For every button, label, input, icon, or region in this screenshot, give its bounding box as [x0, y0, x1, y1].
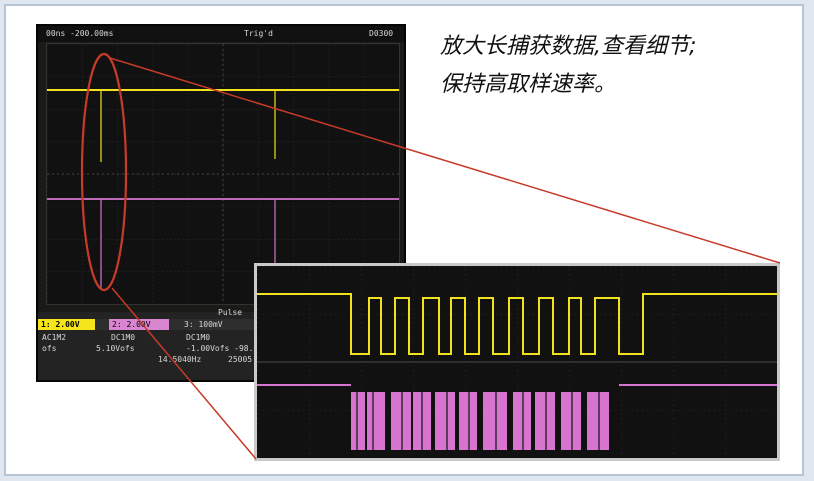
offset-mid: 5.10Vofs — [96, 344, 135, 353]
scope-top-bar: 00ns -200.00ms Trig'd D0300 — [38, 26, 404, 42]
zoomed-waveform-window — [254, 263, 780, 461]
offset-right: -1.00Vofs -98.0 — [186, 344, 259, 353]
zoom-ch2-burst-gaps — [356, 392, 600, 450]
frequency-readout: 14.5040Hz — [158, 355, 202, 364]
pulse-label: Pulse — [218, 308, 243, 317]
caption-line-1: 放大长捕获数据,查看细节; — [440, 34, 697, 59]
ch1-volts-box: 1: 2.00V — [38, 319, 95, 330]
caption: 放大长捕获数据,查看细节; 保持高取样速率。 — [440, 28, 780, 104]
zoom-ch2-burst — [351, 392, 609, 450]
coupling-left: AC1M2 — [42, 333, 67, 342]
coupling-mid: DC1M0 — [111, 333, 136, 342]
ch2-volts-box: 2: 2.00V — [109, 319, 169, 330]
caption-line-2: 保持高取样速率。 — [440, 72, 617, 97]
zoom-waveform-area — [257, 266, 777, 458]
trigger-status: Trig'd — [244, 29, 273, 38]
scope-top-right-readout: D0300 — [369, 29, 394, 38]
coupling-right: DC1M0 — [186, 333, 211, 342]
zoom-ch1-trace — [257, 293, 777, 355]
offset-label: ofs — [42, 344, 57, 353]
ch3-volts-readout: 3: 100mV — [184, 320, 223, 329]
scope-time-readout: 00ns -200.00ms — [46, 29, 114, 38]
